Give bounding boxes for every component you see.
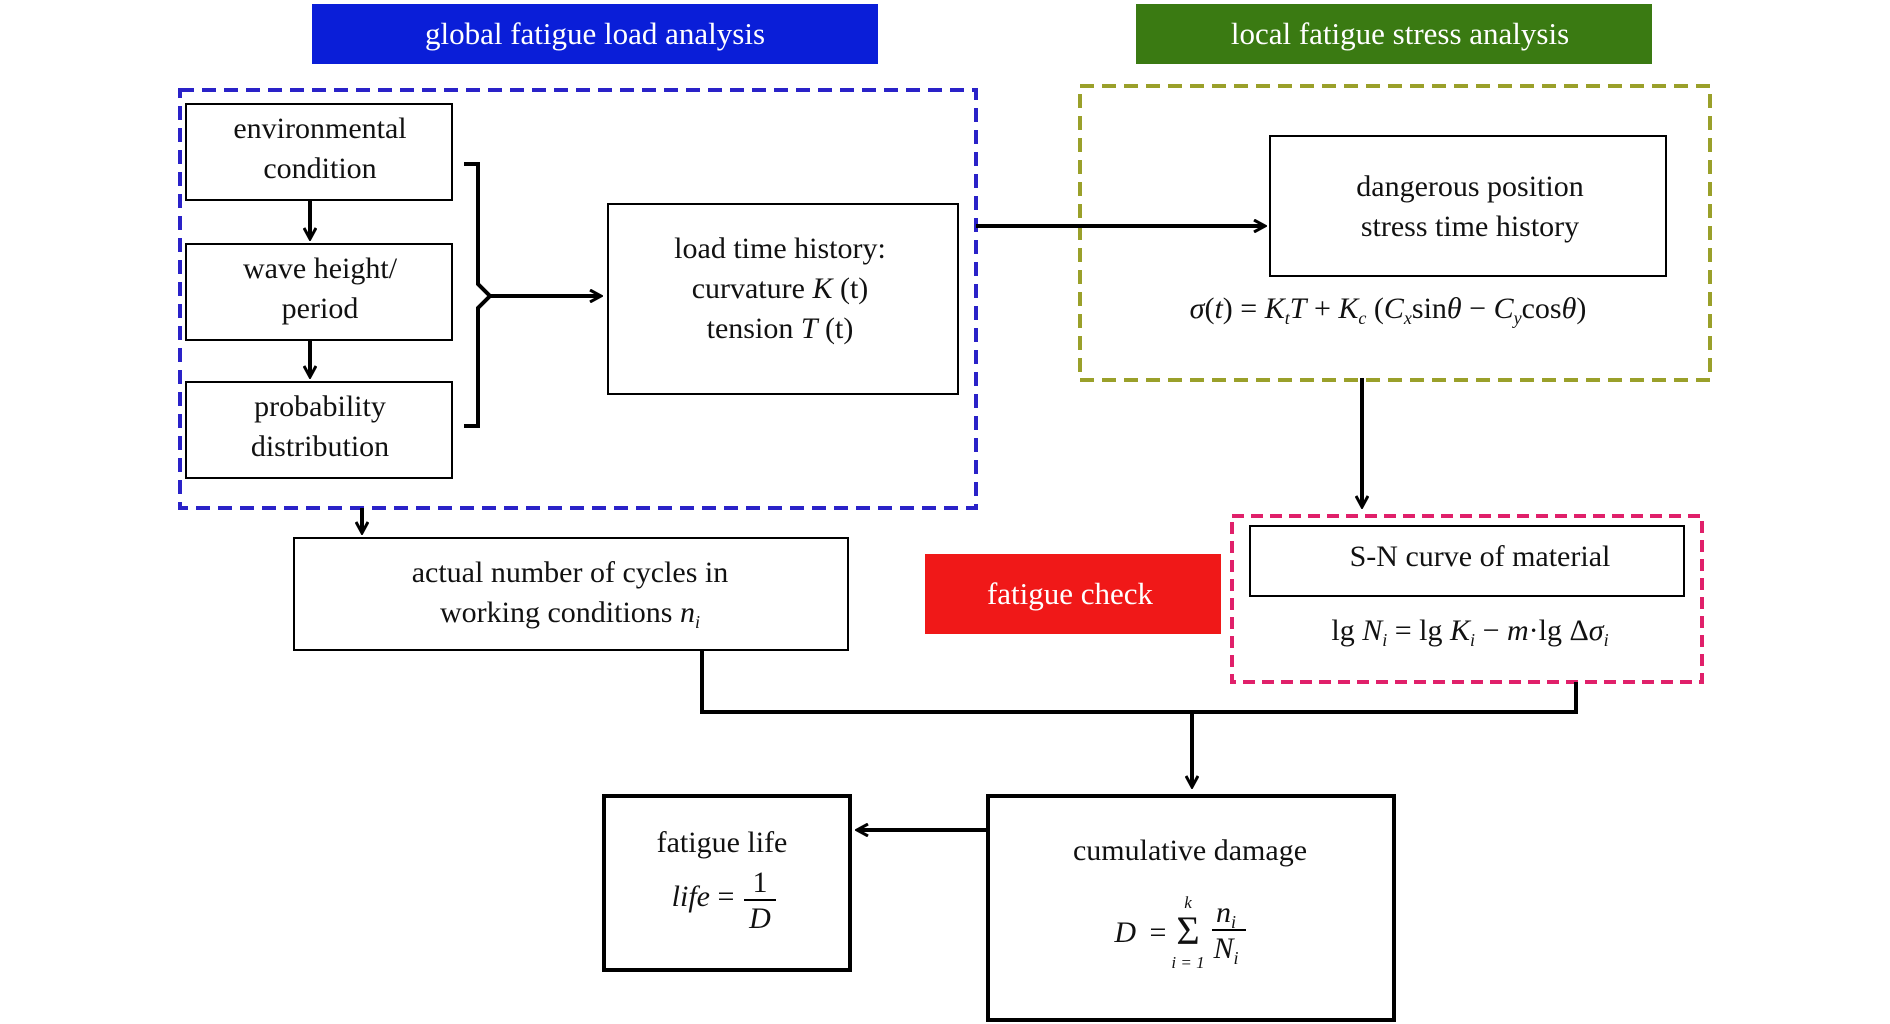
environmental-line1: environmental [233,112,406,145]
svg-text:1: 1 [753,866,768,899]
cycles-line1: actual number of cycles in [412,556,729,589]
wave-height-period-box: wave height/ period [185,243,453,341]
check-header-fill [925,554,1221,634]
cumulative-formula: D = Σ k i = 1 ni Ni [1113,893,1246,972]
svg-text:=: = [1150,916,1167,949]
global-header-label: global fatigue load analysis [425,16,765,51]
sn-curve-box: S-N curve of material [1249,525,1685,597]
svg-text:k: k [1184,893,1192,912]
global-header-fill [312,4,878,64]
svg-text:life: life [672,880,710,913]
global-analysis-region [178,88,978,510]
load-history-line2: curvature K (t) [692,272,869,305]
sn-curve-label: S-N curve of material [1350,540,1611,573]
sn-formula: lg Ni = lg Ki − m·lg Δσi [1331,614,1608,650]
cycles-line2: working conditions ni [440,596,700,632]
cumulative-title: cumulative damage [1073,834,1307,867]
svg-text:=: = [718,880,735,913]
svg-text:ni: ni [1216,896,1236,932]
actual-cycles-box: actual number of cycles in working condi… [293,537,849,651]
cumulative-damage-box: cumulative damage D = Σ k i = 1 ni Ni [986,794,1396,1022]
probability-line1: probability [254,390,386,423]
dangerous-position-box: dangerous position stress time history [1269,135,1667,277]
merge-connector [700,650,1578,714]
load-history-line1: load time history: [674,232,886,265]
probability-line2: distribution [251,430,389,463]
dangerous-line1: dangerous position [1356,170,1583,203]
fatigue-life-formula: life = 1 D [672,866,776,935]
fatigue-life-box: fatigue life life = 1 D [602,794,852,972]
load-time-history-box: load time history: curvature K (t) tensi… [607,203,959,395]
svg-text:D: D [748,902,771,935]
environmental-condition-box: environmental condition [185,103,453,201]
check-header-label: fatigue check [987,576,1154,611]
svg-text:D: D [1113,916,1136,949]
stress-formula: σ(t) = KtT + Kc (Cxsinθ − Cycosθ) [1190,292,1587,328]
fatigue-check-region [1230,514,1704,684]
grouping-bracket [464,162,493,428]
local-analysis-region [1078,84,1712,382]
dangerous-line2: stress time history [1361,210,1579,243]
probability-distribution-box: probability distribution [185,381,453,479]
svg-text:Ni: Ni [1212,932,1238,968]
global-load-analysis-header: global fatigue load analysis [312,4,878,64]
local-header-fill [1136,4,1652,64]
wave-line1: wave height/ [243,252,398,285]
fatigue-life-title: fatigue life [657,826,788,859]
load-history-line3: tension T (t) [707,312,854,345]
environmental-line2: condition [263,152,376,185]
wave-line2: period [282,292,359,325]
local-header-label: local fatigue stress analysis [1231,16,1569,51]
svg-text:i = 1: i = 1 [1171,953,1204,972]
local-stress-analysis-header: local fatigue stress analysis [1136,4,1652,64]
svg-text:Σ: Σ [1176,908,1199,953]
fatigue-check-header: fatigue check [925,554,1221,634]
